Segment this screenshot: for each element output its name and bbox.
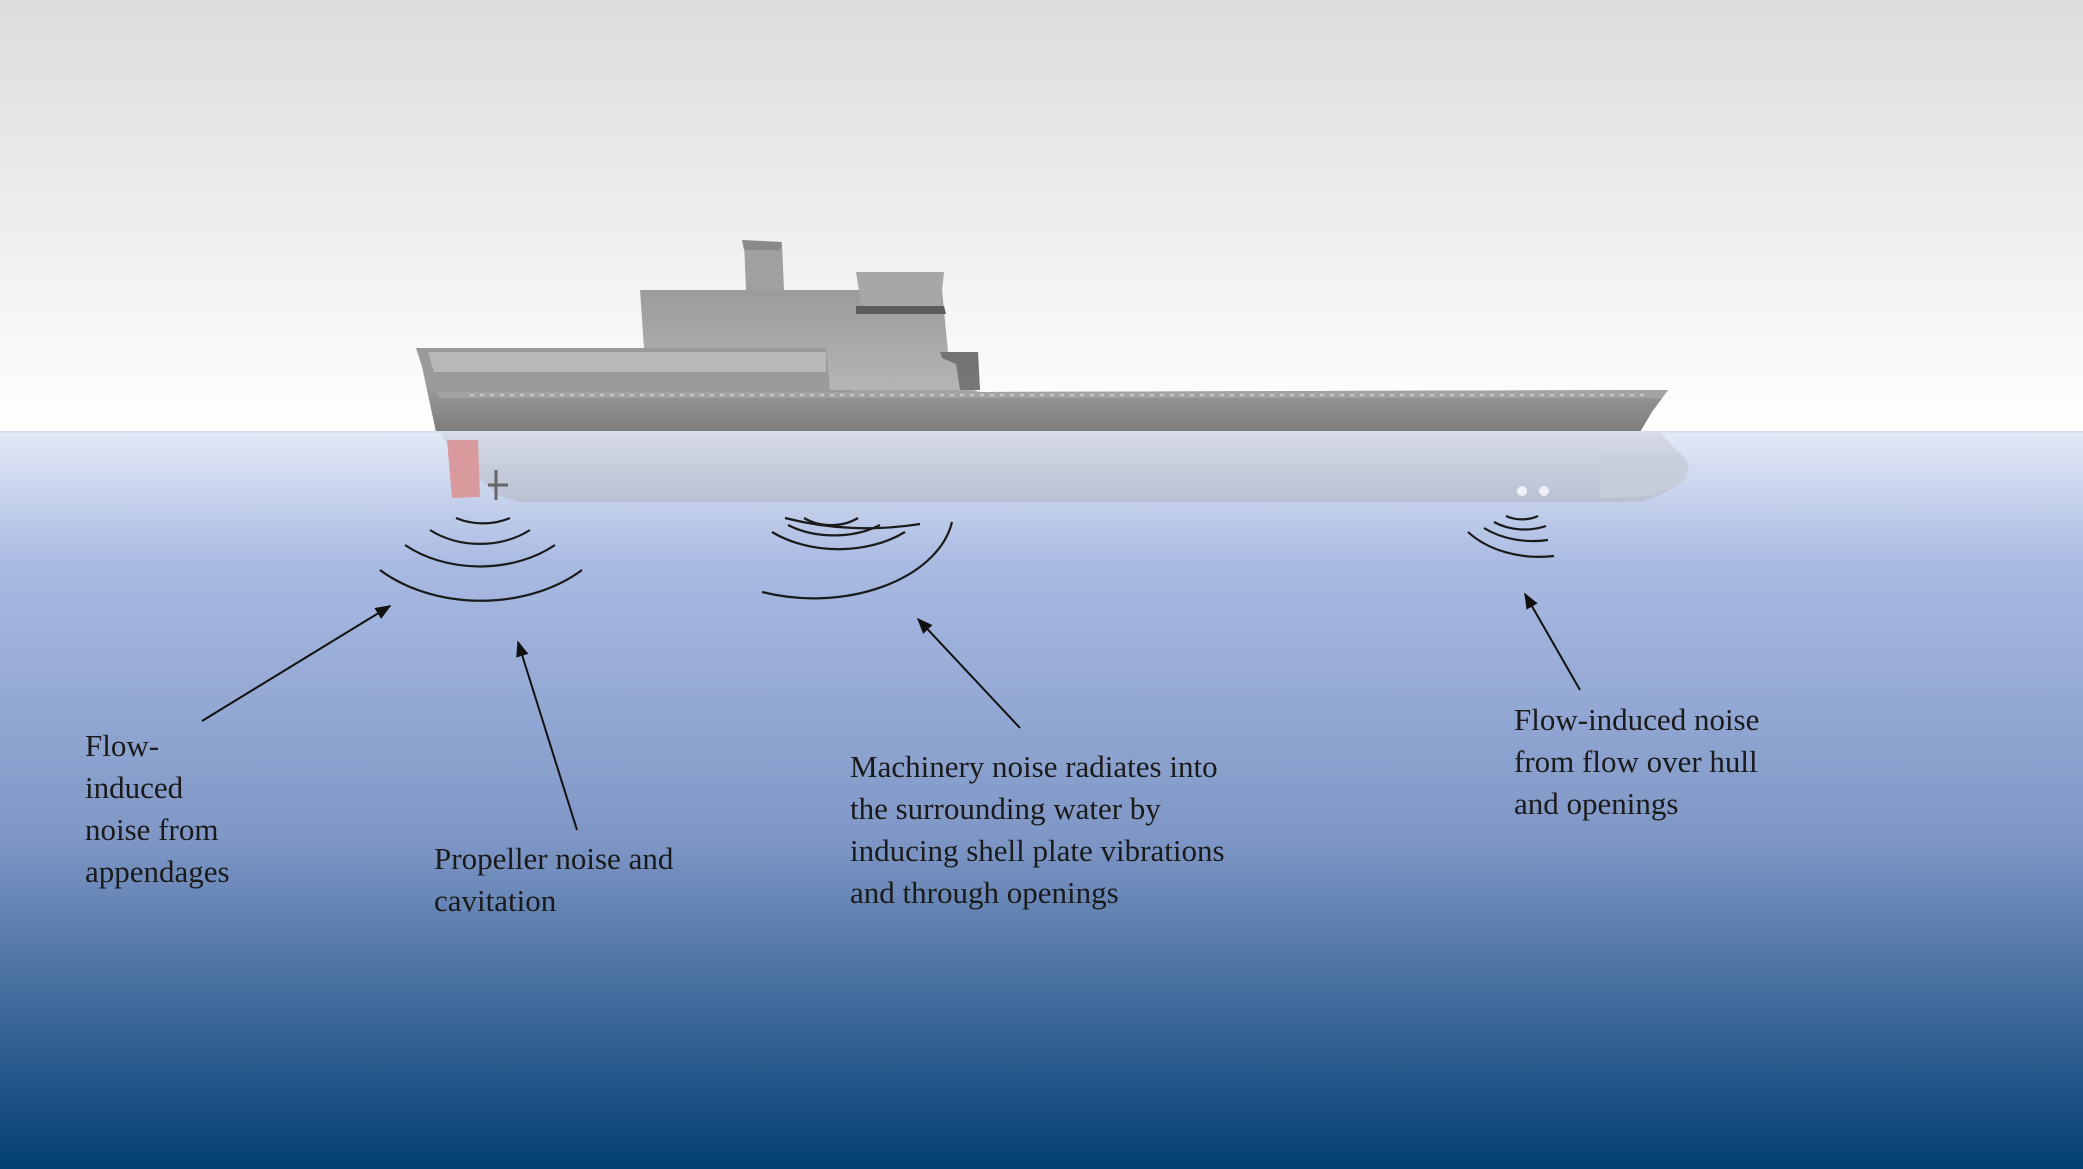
bridge-block	[856, 272, 944, 310]
bridge-windows	[856, 306, 946, 314]
submerged-hull	[440, 432, 1688, 502]
bow-bulb	[1600, 452, 1689, 498]
label-flow-noise-appendages: Flow- induced noise from appendages	[85, 728, 230, 889]
propeller	[488, 470, 508, 500]
rudder	[447, 440, 480, 498]
ship	[416, 240, 1689, 502]
label-propeller-noise: Propeller noise and cavitation	[434, 841, 674, 918]
main-superstructure	[640, 290, 980, 390]
hull-above-water	[418, 348, 1668, 432]
label-machinery-noise: Machinery noise radiates into the surrou…	[850, 749, 1225, 910]
sea	[0, 432, 2083, 1169]
label-flow-noise-hull: Flow-induced noise from flow over hull a…	[1514, 702, 1760, 821]
superstructure-shadow	[940, 352, 980, 390]
funnel	[744, 242, 784, 290]
stern-noise-waves	[379, 516, 583, 602]
arrow-appendages	[201, 605, 392, 722]
arrow-machinery	[916, 617, 1021, 729]
funnel-top	[742, 240, 782, 250]
arrow-hull	[1524, 592, 1581, 691]
aft-deckhouse-highlight	[428, 352, 826, 372]
annotation-arrows	[201, 592, 1581, 831]
sky	[0, 0, 2083, 432]
machinery-noise-waves	[761, 516, 954, 600]
hull-opening-1	[1517, 486, 1527, 496]
hull-opening-2	[1539, 486, 1549, 496]
hull-noise-waves	[1467, 514, 1555, 558]
arrow-propeller	[516, 640, 578, 831]
